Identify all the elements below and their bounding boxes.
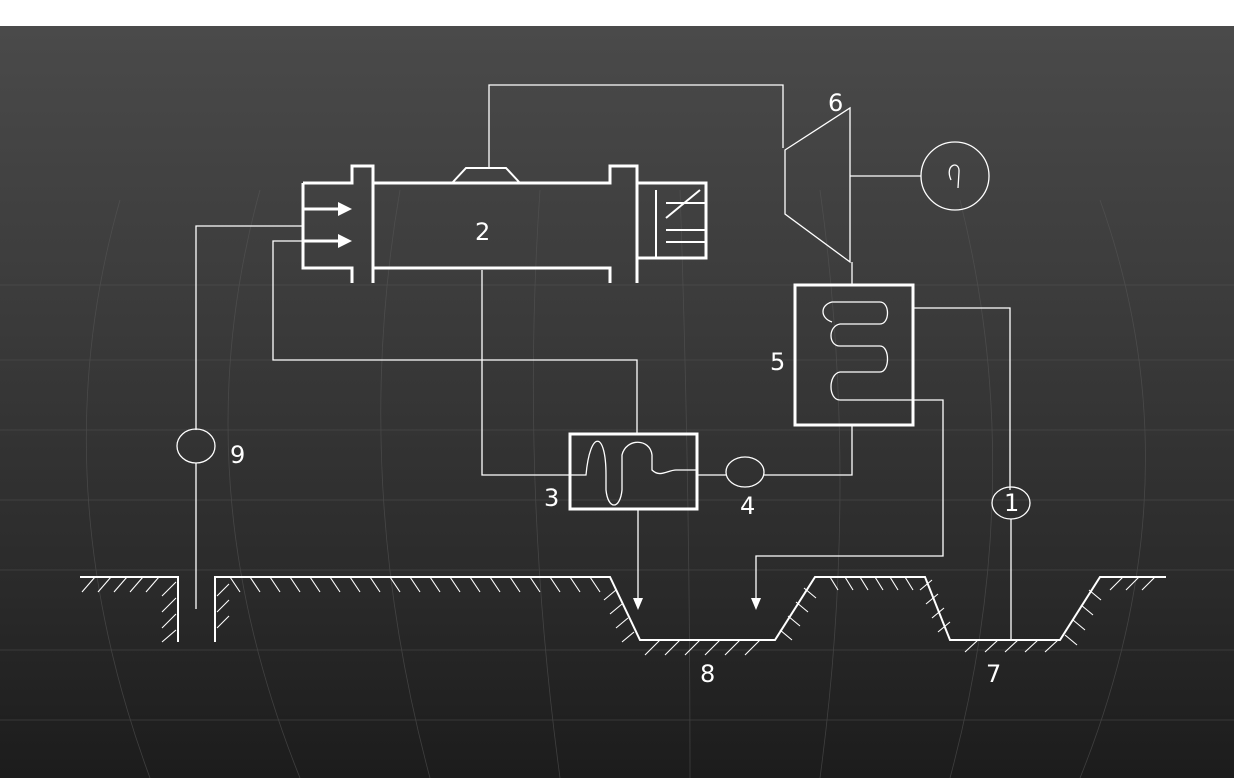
- pump-1: [991, 486, 1031, 640]
- steam-turbine: [784, 106, 990, 285]
- gas-turbine: [301, 164, 708, 283]
- generator-symbol: [948, 164, 960, 189]
- slide-background: [0, 26, 1234, 778]
- waste-heat-boiler: [751, 283, 1011, 610]
- pump-4: [725, 456, 765, 488]
- label-steam-turbine: 6: [828, 89, 843, 117]
- flow-arrow-icon: [633, 598, 643, 610]
- background-grid: [0, 189, 1234, 778]
- exhaust-pipe: [488, 84, 784, 168]
- inlet-arrow-icon: [338, 202, 352, 216]
- heat-exchanger-3: [272, 240, 726, 610]
- inlet-arrow-icon: [338, 234, 352, 248]
- label-pump-9: 9: [230, 441, 245, 469]
- label-pond-8: 8: [700, 660, 715, 688]
- pump-9: [176, 225, 303, 609]
- generator: [920, 141, 990, 211]
- label-pump-4: 4: [740, 492, 755, 520]
- label-pump-1: 1: [1004, 489, 1019, 517]
- label-waste-heat-boiler: 5: [770, 348, 785, 376]
- label-gas-turbine: 2: [475, 218, 490, 246]
- flow-arrow-icon: [751, 598, 761, 610]
- label-heat-exchanger-3: 3: [544, 484, 559, 512]
- ground-profile: [80, 576, 1166, 656]
- label-well-7: 7: [986, 660, 1001, 688]
